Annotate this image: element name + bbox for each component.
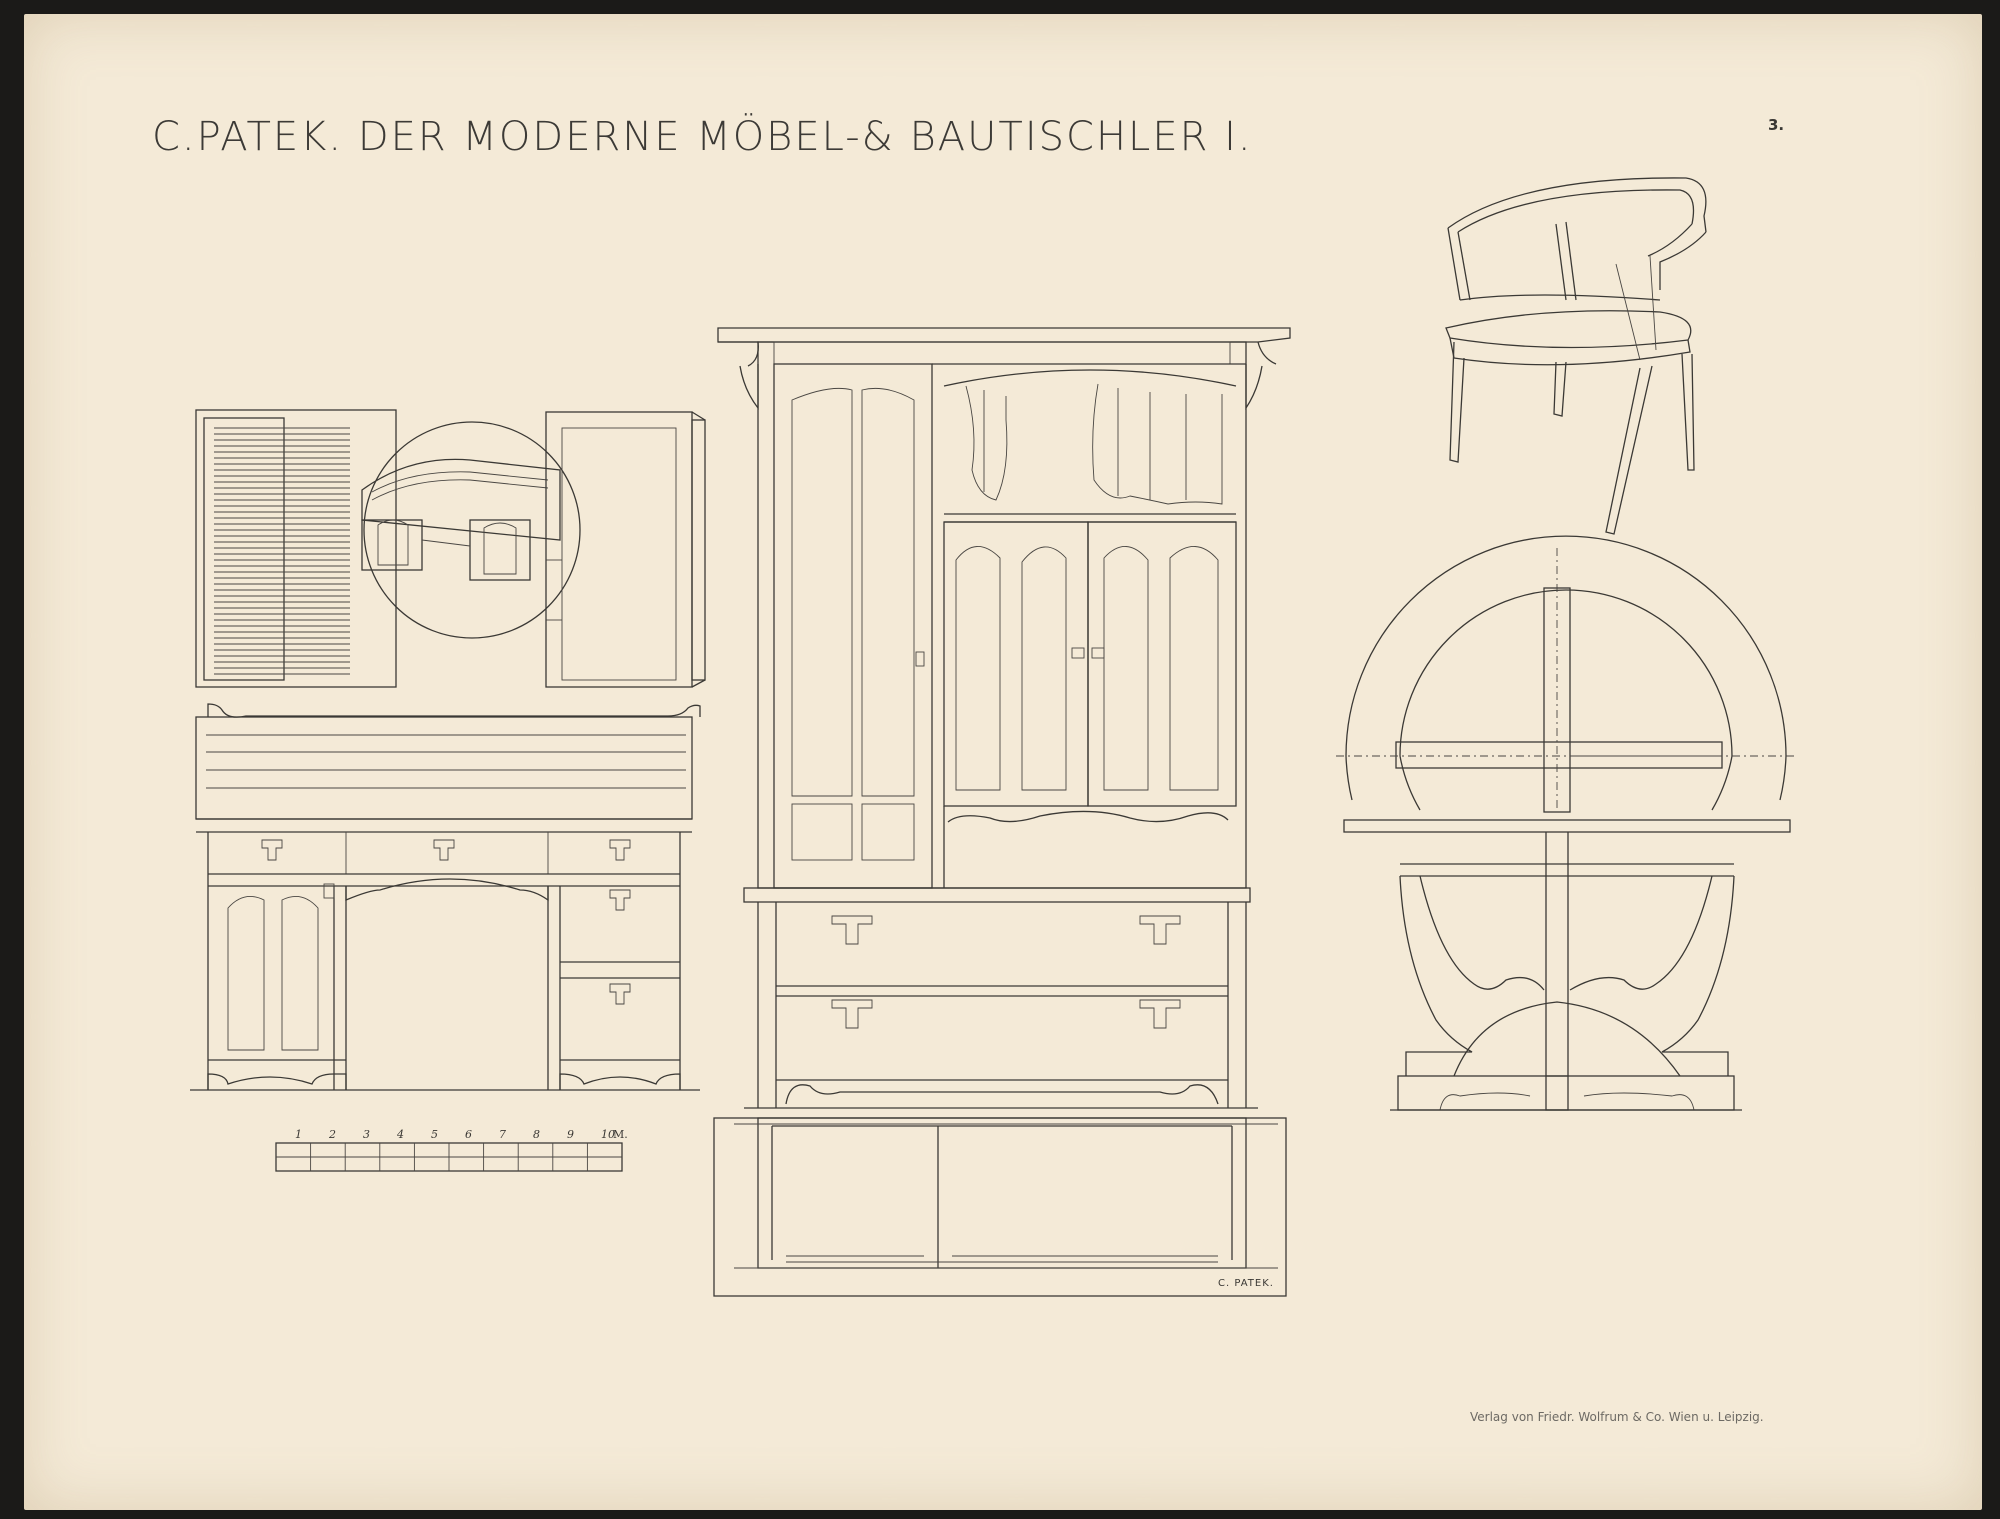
scale-tick-label: 10 (601, 1128, 615, 1141)
desk-side-elevation (545, 411, 706, 688)
scale-tick-label: 3 (363, 1128, 370, 1141)
publisher-imprint: Verlag von Friedr. Wolfrum & Co. Wien u.… (1470, 1410, 1764, 1424)
drawer-pull (609, 983, 631, 1005)
round-table-plan (1336, 535, 1796, 813)
designer-signature: C. PATEK. (1218, 1278, 1274, 1289)
drawer-pull (609, 889, 631, 911)
drawer-pull (831, 915, 873, 945)
scale-tick-label: 6 (465, 1128, 472, 1141)
drawer-pull (1139, 915, 1181, 945)
drawer-pull (609, 839, 631, 861)
drawer-pull (261, 839, 283, 861)
desk-roll-plan (195, 409, 397, 688)
plate-title: C.PATEK. DER MODERNE MÖBEL-& BAUTISCHLER… (152, 114, 1253, 160)
scale-tick-label: 5 (431, 1128, 438, 1141)
scale-tick-label: 9 (567, 1128, 574, 1141)
cabinet-plan (713, 1117, 1287, 1297)
plate-sheet (24, 14, 1982, 1510)
scale-bar (275, 1142, 623, 1172)
scale-tick-label: 1 (295, 1128, 302, 1141)
round-table-elevation (1343, 819, 1791, 1111)
plate-number: 3. (1768, 116, 1785, 134)
scale-unit: M. (613, 1128, 628, 1141)
scale-tick-label: 8 (533, 1128, 540, 1141)
desk-perspective-medallion (361, 421, 581, 639)
armchair-perspective (1445, 177, 1707, 535)
cabinet-front-elevation (717, 327, 1291, 1109)
drawer-pull (831, 999, 873, 1029)
scale-tick-label: 4 (397, 1128, 404, 1141)
drawer-pull (433, 839, 455, 861)
drawer-pull (1139, 999, 1181, 1029)
scale-tick-label: 2 (329, 1128, 336, 1141)
scale-tick-label: 7 (499, 1128, 506, 1141)
desk-front-elevation (190, 703, 701, 1091)
